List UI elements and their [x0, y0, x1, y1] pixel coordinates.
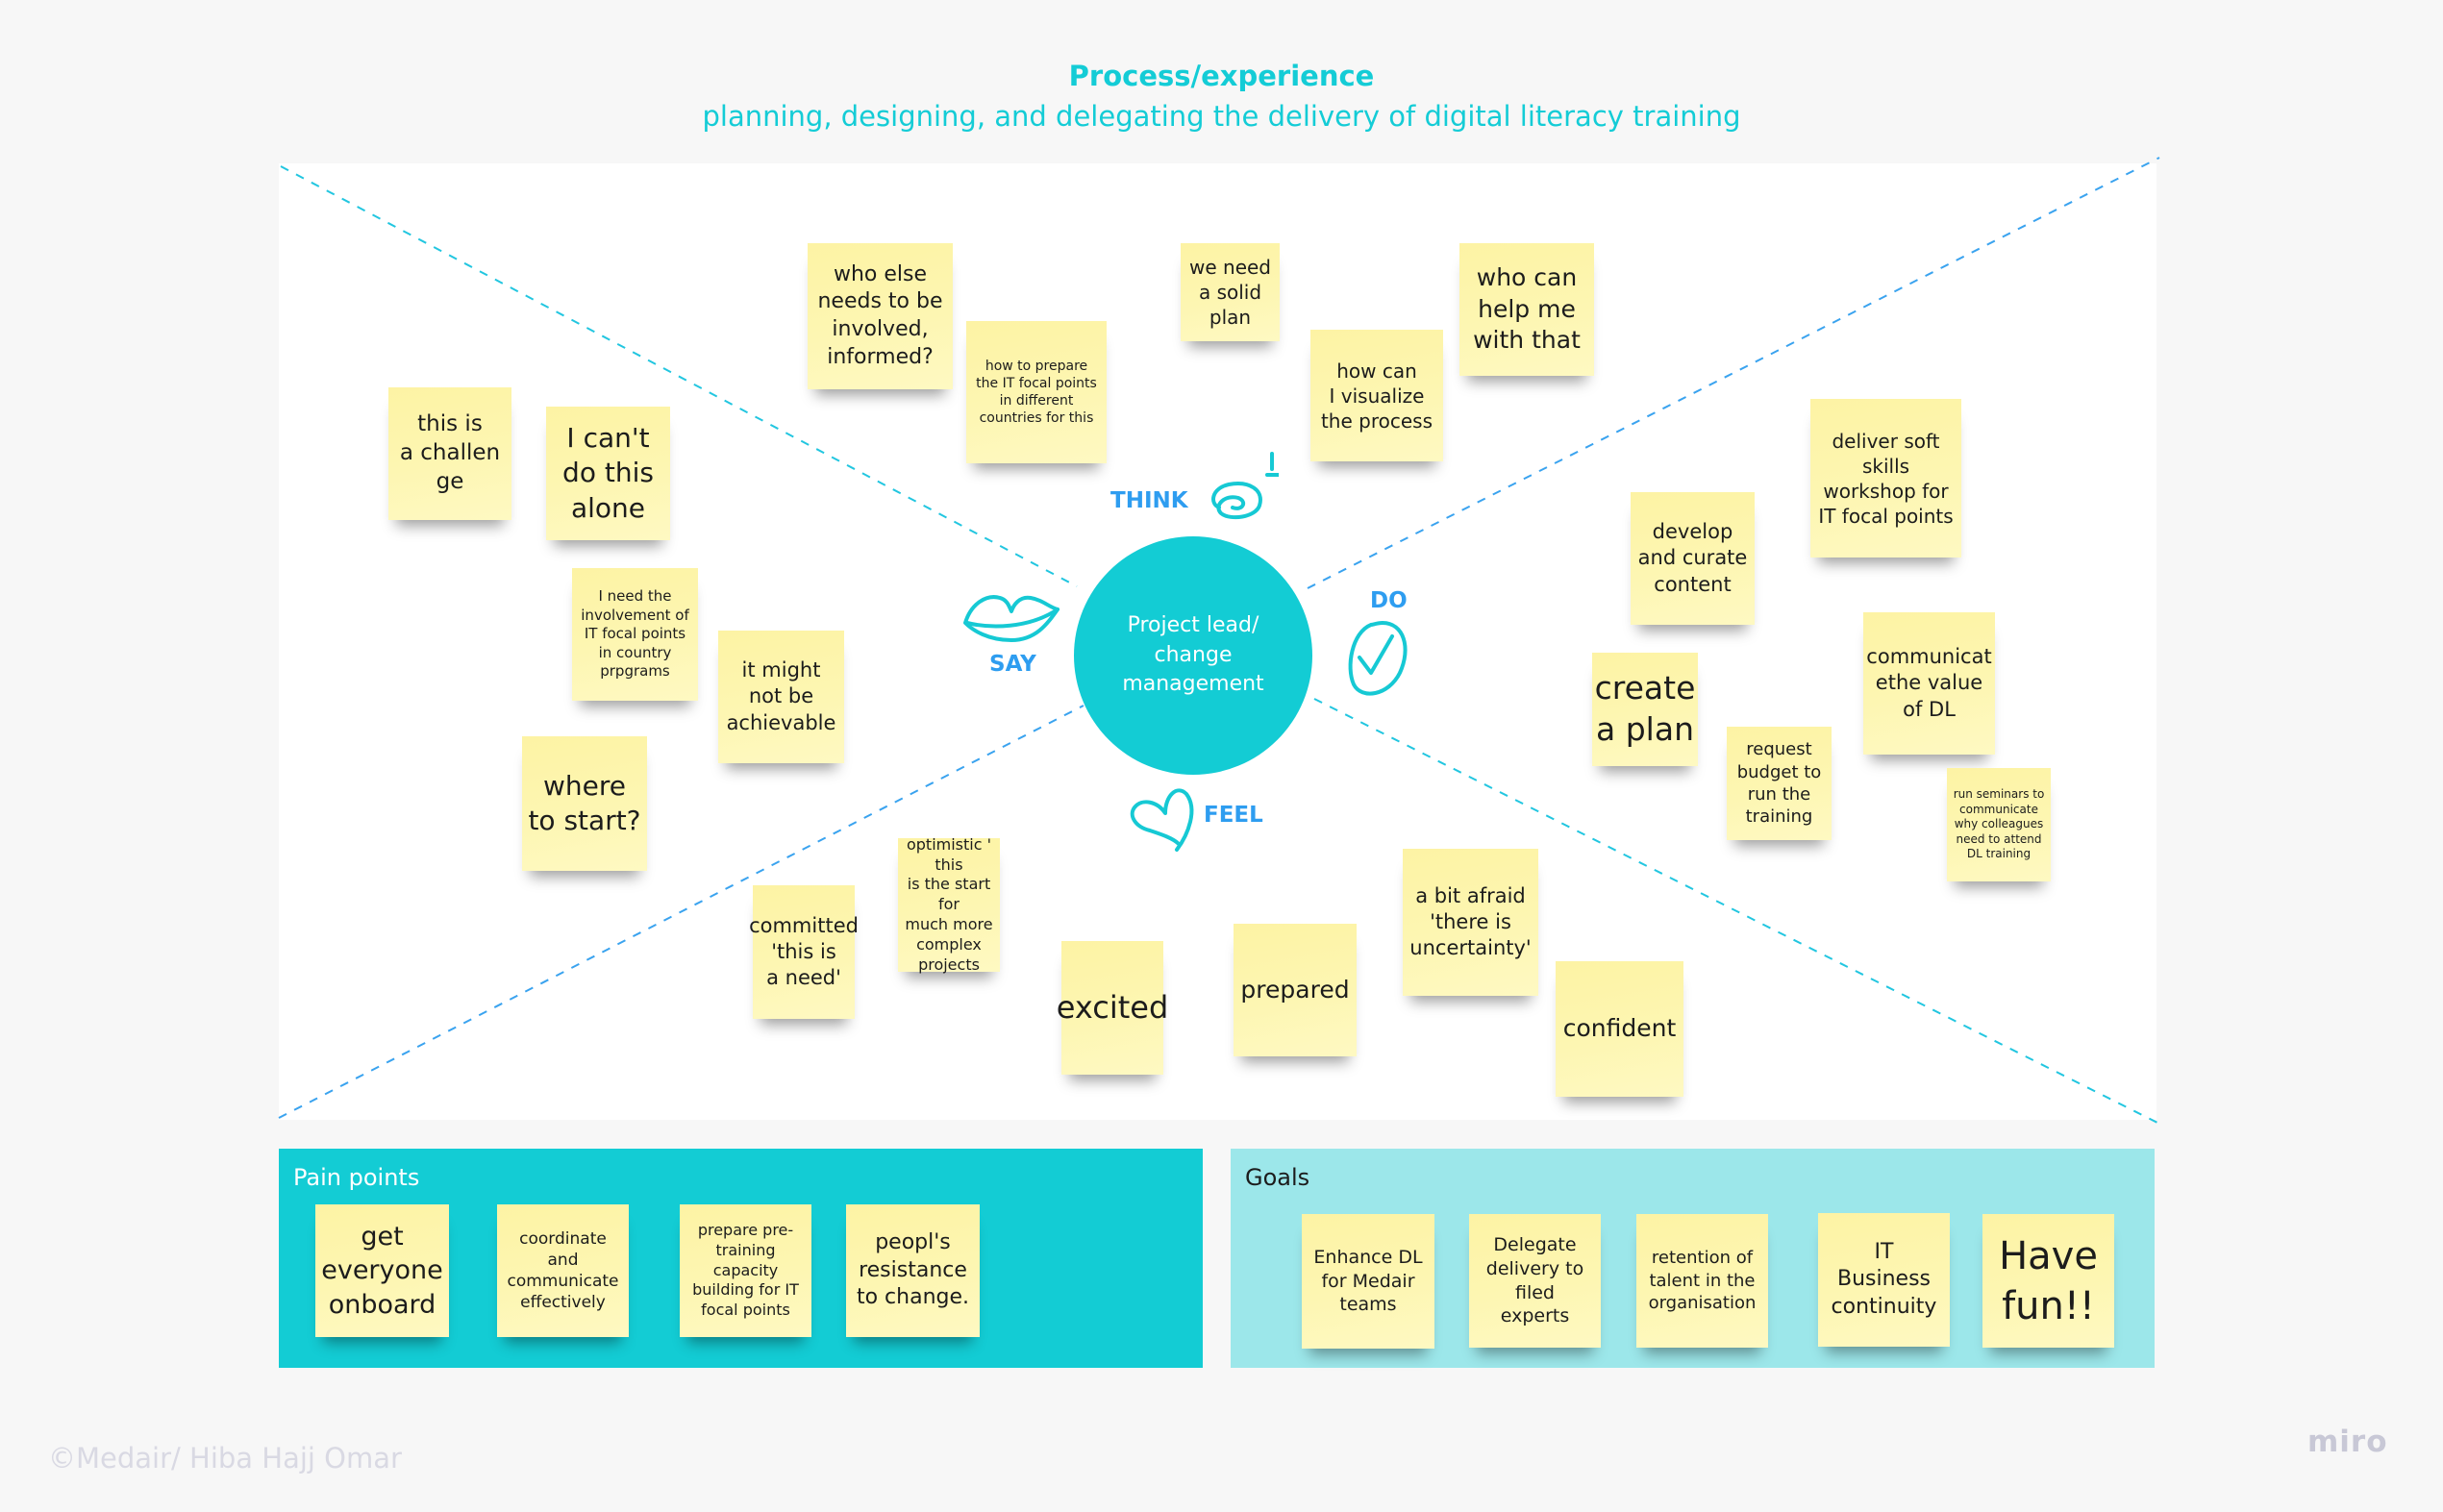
goal-note[interactable]: retention of talent in the organisation — [1636, 1214, 1768, 1348]
goal-note[interactable]: Delegate delivery to filed experts — [1469, 1214, 1601, 1348]
sticky-note-think[interactable]: who can help me with that — [1459, 243, 1594, 376]
miro-logo: miro — [2307, 1425, 2388, 1459]
pain-point-note[interactable]: coordinate and communicate effectively — [497, 1204, 629, 1337]
goal-note[interactable]: Enhance DL for Medair teams — [1302, 1214, 1434, 1349]
sticky-note-say[interactable]: this is a challen ge — [388, 387, 511, 520]
sticky-note-feel[interactable]: excited — [1057, 941, 1168, 1075]
sticky-note-do[interactable]: deliver soft skills workshop for IT foca… — [1810, 399, 1961, 558]
sticky-note-feel[interactable]: prepared — [1234, 924, 1357, 1056]
sticky-note-do[interactable]: run seminars to communicate why colleagu… — [1947, 768, 2051, 881]
quadrant-label-think: THINK — [1110, 488, 1188, 513]
sticky-note-feel[interactable]: a bit afraid 'there is uncertainty' — [1403, 849, 1538, 996]
sticky-note-feel[interactable]: confident — [1556, 961, 1683, 1097]
quadrant-label-say: SAY — [989, 652, 1036, 677]
pain-point-note[interactable]: prepare pre- training capacity building … — [680, 1204, 811, 1337]
sticky-note-do[interactable]: develop and curate content — [1631, 492, 1755, 625]
sticky-note-think[interactable]: how to prepare the IT focal points in di… — [966, 321, 1107, 463]
checkmark-circle-icon — [1348, 620, 1408, 696]
sticky-note-think[interactable]: who else needs to be involved, informed? — [808, 243, 953, 389]
sticky-note-say[interactable]: where to start? — [522, 736, 647, 871]
quadrant-label-feel: FEEL — [1204, 803, 1263, 828]
copyright-credit: ©Medair/ Hiba Hajj Omar — [48, 1442, 402, 1475]
sticky-note-feel[interactable]: optimistic ' this is the start for much … — [898, 835, 1000, 974]
goal-note[interactable]: IT Business continuity — [1818, 1213, 1950, 1347]
pain-points-title: Pain points — [293, 1164, 420, 1191]
heart-icon — [1130, 788, 1194, 852]
sticky-note-say[interactable]: it might not be achievable — [718, 631, 844, 763]
spiral-icon — [1211, 452, 1279, 520]
pain-point-note[interactable]: peopl's resistance to change. — [846, 1204, 980, 1337]
sticky-note-do[interactable]: create a plan — [1592, 653, 1698, 766]
board-title: Process/experience — [1068, 60, 1375, 92]
pain-point-note[interactable]: get everyone onboard — [315, 1204, 449, 1337]
sticky-note-think[interactable]: how can I visualize the process — [1310, 330, 1443, 461]
goal-note[interactable]: Have fun!! — [1982, 1214, 2114, 1348]
quadrant-label-do: DO — [1370, 588, 1408, 613]
sticky-note-think[interactable]: we need a solid plan — [1181, 243, 1280, 341]
board-subtitle: planning, designing, and delegating the … — [702, 100, 1741, 133]
sticky-note-do[interactable]: communicat ethe value of DL — [1863, 612, 1995, 755]
sticky-note-feel[interactable]: committed 'this is a need' — [749, 885, 859, 1019]
lips-icon — [963, 595, 1059, 642]
sticky-note-say[interactable]: I can't do this alone — [546, 407, 670, 540]
goals-title: Goals — [1245, 1164, 1310, 1191]
sticky-note-do[interactable]: request budget to run the training — [1727, 727, 1832, 840]
persona-hub-circle: Project lead/ change management — [1074, 536, 1312, 775]
sticky-note-say[interactable]: I need the involvement of IT focal point… — [572, 568, 698, 701]
